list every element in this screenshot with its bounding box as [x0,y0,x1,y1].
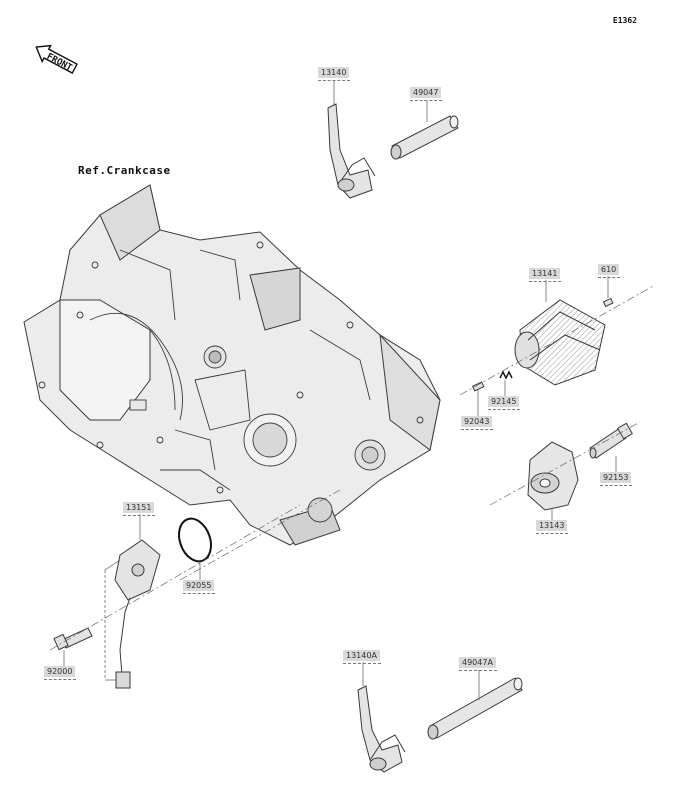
bolt-92153-illustration [589,422,634,459]
label-underline [343,663,381,664]
label-underline [488,409,520,410]
ref-crankcase-label: Ref.Crankcase [78,164,171,177]
part-label-92153[interactable]: 92153 [600,472,632,483]
pin-92043-illustration [471,381,485,392]
label-underline [536,533,568,534]
crankcase-details [38,241,424,523]
shift-drum-13141-illustration [514,299,606,386]
part-label-92145[interactable]: 92145 [488,396,520,407]
part-label-13151[interactable]: 13151 [123,502,155,513]
shift-fork-13140-illustration [327,103,376,199]
crankcase-illustration [23,184,441,546]
shift-shaft-49047-illustration [390,115,459,160]
part-label-92000[interactable]: 92000 [44,666,76,677]
part-label-13143[interactable]: 13143 [536,520,568,531]
part-label-49047[interactable]: 49047 [410,87,442,98]
label-underline [318,80,350,81]
label-underline [459,670,497,671]
part-label-49047a[interactable]: 49047A [459,657,496,668]
shift-lever-13151-illustration [114,539,161,689]
label-underline [529,281,561,282]
pin-610-illustration [602,297,614,308]
part-label-13140a[interactable]: 13140A [343,650,380,661]
shift-shaft-49047a-illustration [427,677,523,740]
label-underline [600,485,632,486]
front-arrow-icon: FRONT [35,44,78,74]
part-label-92055[interactable]: 92055 [183,580,215,591]
part-label-13140[interactable]: 13140 [318,67,350,78]
label-underline [123,515,155,516]
spring-92145-illustration [499,370,513,380]
bolt-92000-illustration [53,627,93,651]
label-underline [44,679,76,680]
label-underline [461,429,493,430]
part-label-13141[interactable]: 13141 [529,268,561,279]
diagram-code: E1362 [612,16,637,25]
assembly-axes [49,284,656,651]
label-underline [410,100,442,101]
part-label-92043[interactable]: 92043 [461,416,493,427]
drum-cam-13143-illustration [527,441,579,511]
o-ring-92055-illustration [178,517,212,563]
shift-fork-13140a-illustration [357,685,406,773]
leader-lines [63,80,617,700]
label-underline [598,277,620,278]
label-underline [183,593,215,594]
part-label-610[interactable]: 610 [598,264,620,275]
